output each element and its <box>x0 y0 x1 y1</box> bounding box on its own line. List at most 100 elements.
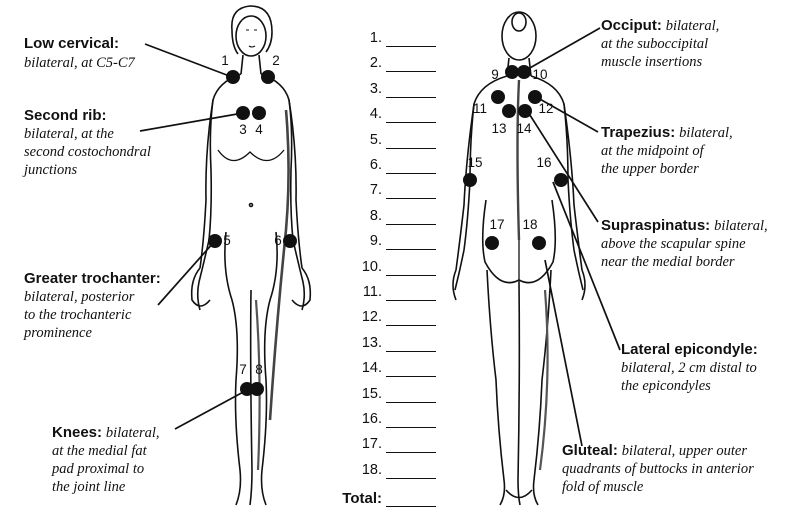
label-knees: Knees: bilateral, at the medial fat pad … <box>52 423 160 496</box>
label-lateral-epicondyle: Lateral epicondyle: bilateral, 2 cm dist… <box>621 340 758 395</box>
checklist-blank-line[interactable] <box>386 148 436 149</box>
checklist-row: 10. <box>330 259 440 281</box>
tender-point-number: 18 <box>522 217 537 232</box>
tender-point-number: 6 <box>274 233 282 248</box>
checklist-blank-line[interactable] <box>386 71 436 72</box>
tender-point-number: 11 <box>473 101 487 116</box>
checklist-row: 12. <box>330 309 440 331</box>
checklist-number: 4. <box>370 106 382 122</box>
checklist-number: 14. <box>362 360 382 376</box>
tender-point-dot <box>283 234 297 248</box>
checklist-row: 13. <box>330 335 440 357</box>
label-description-inline: bilateral, <box>106 425 160 441</box>
pointer-line <box>145 44 232 77</box>
tender-point-number: 13 <box>491 121 506 136</box>
label-description-line: prominence <box>24 324 161 342</box>
checklist-blank-line[interactable] <box>386 198 436 199</box>
label-description-line: above the scapular spine <box>601 235 768 253</box>
label-description-line: at the midpoint of <box>601 142 733 160</box>
tender-point-number: 12 <box>538 101 553 116</box>
checklist-blank-line[interactable] <box>386 402 436 403</box>
label-heading: Supraspinatus: <box>601 217 710 234</box>
tender-point-dot <box>236 106 250 120</box>
label-heading: Gluteal: <box>562 442 618 459</box>
label-description-line: at the medial fat <box>52 442 160 460</box>
label-heading: Lateral epicondyle: <box>621 341 758 358</box>
label-description-line: second costochondral <box>24 143 151 161</box>
checklist-blank-line[interactable] <box>386 478 436 479</box>
checklist-number: 5. <box>370 132 382 148</box>
tender-point-number: 8 <box>255 362 263 377</box>
checklist-row: 15. <box>330 386 440 408</box>
tender-point-dot <box>554 173 568 187</box>
label-description-line: bilateral, 2 cm distal to <box>621 359 758 377</box>
checklist-blank-line[interactable] <box>386 300 436 301</box>
checklist-row: 4. <box>330 106 440 128</box>
front-body-figure <box>192 6 311 505</box>
checklist-blank-line[interactable] <box>386 325 436 326</box>
label-description-line: the upper border <box>601 160 733 178</box>
checklist-blank-line[interactable] <box>386 97 436 98</box>
checklist-blank-line[interactable] <box>386 122 436 123</box>
total-blank-line[interactable] <box>386 506 436 507</box>
label-heading: Trapezius: <box>601 124 675 141</box>
tender-point-dot <box>252 106 266 120</box>
checklist-number: 7. <box>370 182 382 198</box>
tender-point-number: 16 <box>536 155 551 170</box>
label-description-line: to the trochanteric <box>24 306 161 324</box>
checklist-row: 8. <box>330 208 440 230</box>
label-heading: Low cervical: <box>24 35 119 52</box>
checklist-blank-line[interactable] <box>386 275 436 276</box>
checklist-number: 17. <box>362 436 382 452</box>
tender-point-number: 1 <box>221 53 229 68</box>
checklist-row: 6. <box>330 157 440 179</box>
checklist-blank-line[interactable] <box>386 224 436 225</box>
total-row: Total: <box>330 490 440 512</box>
tender-point-dot <box>261 70 275 84</box>
checklist-number: 3. <box>370 81 382 97</box>
tender-point-number: 5 <box>223 233 231 248</box>
label-occiput: Occiput: bilateral, at the suboccipital … <box>601 16 719 71</box>
pointer-line <box>140 113 243 131</box>
tender-point-dot <box>502 104 516 118</box>
checklist-blank-line[interactable] <box>386 427 436 428</box>
checklist-number: 12. <box>362 309 382 325</box>
checklist-blank-line[interactable] <box>386 452 436 453</box>
tender-point-number: 10 <box>532 67 547 82</box>
checklist-row: 3. <box>330 81 440 103</box>
checklist-blank-line[interactable] <box>386 351 436 352</box>
checklist-number: 16. <box>362 411 382 427</box>
tender-point-dot <box>532 236 546 250</box>
checklist-row: 5. <box>330 132 440 154</box>
tender-point-dot <box>518 104 532 118</box>
label-description-line: pad proximal to <box>52 460 160 478</box>
tender-point-dot <box>491 90 505 104</box>
label-description-line: at the suboccipital <box>601 35 719 53</box>
checklist-number: 8. <box>370 208 382 224</box>
tender-point-number: 17 <box>489 217 504 232</box>
checklist-row: 9. <box>330 233 440 255</box>
label-second-rib: Second rib: bilateral, at the second cos… <box>24 106 151 179</box>
label-description-line: muscle insertions <box>601 53 719 71</box>
tender-point-number: 7 <box>239 362 247 377</box>
checklist-blank-line[interactable] <box>386 173 436 174</box>
checklist-number: 9. <box>370 233 382 249</box>
tender-point-number: 4 <box>255 122 263 137</box>
tender-point-dot <box>208 234 222 248</box>
checklist-blank-line[interactable] <box>386 376 436 377</box>
checklist-number: 6. <box>370 157 382 173</box>
label-description-inline: bilateral, <box>714 218 768 234</box>
tender-point-number: 14 <box>516 121 532 136</box>
tender-point-dot <box>505 65 519 79</box>
checklist-number: 10. <box>362 259 382 275</box>
checklist-number: 2. <box>370 55 382 71</box>
pointer-line <box>158 242 214 305</box>
back-body-figure <box>453 12 585 505</box>
checklist-row: 14. <box>330 360 440 382</box>
checklist-blank-line[interactable] <box>386 46 436 47</box>
label-description-line: bilateral, at the <box>24 125 151 143</box>
label-description-line: the epicondyles <box>621 377 758 395</box>
total-label: Total: <box>342 490 382 507</box>
checklist-blank-line[interactable] <box>386 249 436 250</box>
checklist-number: 13. <box>362 335 382 351</box>
